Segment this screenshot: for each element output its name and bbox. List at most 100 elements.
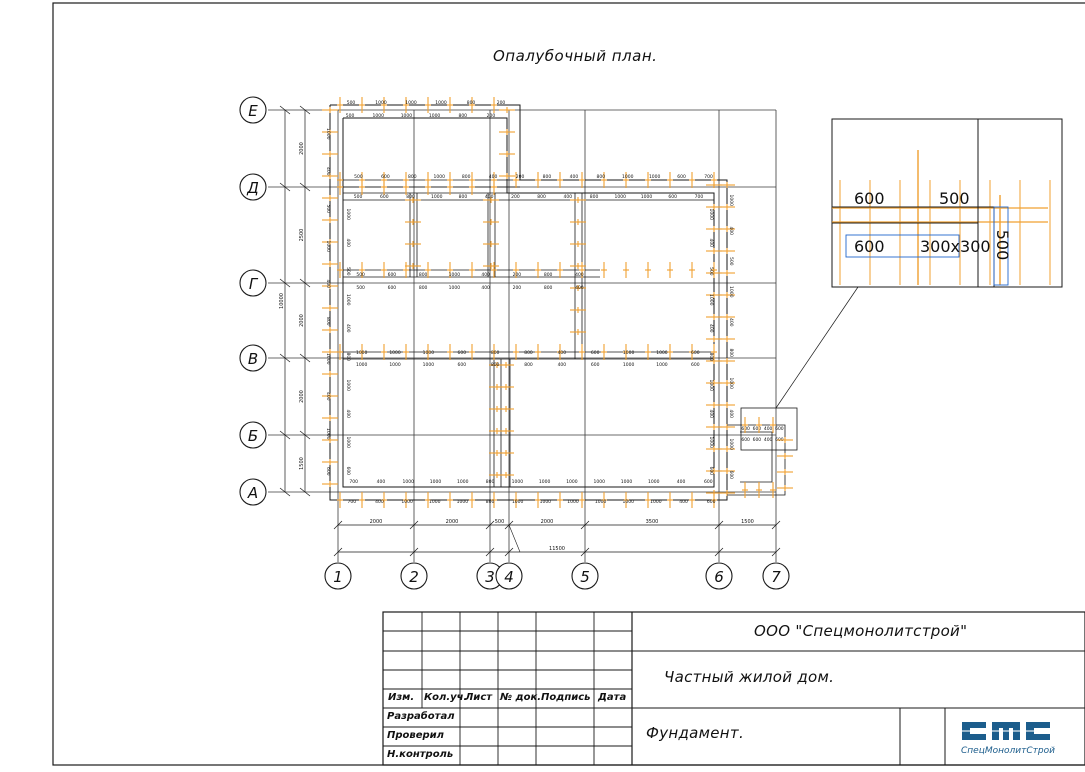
panel-label-row-a: 600 bbox=[704, 479, 713, 485]
col-total-dimension: 11500 bbox=[549, 546, 565, 552]
panel-label-row-v: 1000 bbox=[389, 350, 401, 356]
formwork-outer-outline bbox=[329, 104, 728, 501]
panel-label-col-1-inner: 400 bbox=[345, 238, 351, 247]
panel-label-row-v-inner: 600 bbox=[591, 362, 600, 368]
detail-label-500-vert: 500 bbox=[993, 230, 1012, 261]
panel-label-col-1: 1000 bbox=[325, 428, 331, 440]
axis-bubble-row bbox=[239, 344, 267, 372]
col-dimension: 2000 bbox=[541, 519, 554, 525]
dim-tick bbox=[299, 182, 311, 192]
panel-label-row-g: 800 bbox=[419, 272, 428, 278]
panel-label-row-d-inner: 1000 bbox=[431, 194, 443, 200]
panel-label-row-e-inner: 1000 bbox=[373, 113, 385, 119]
dim-tick bbox=[279, 278, 291, 288]
dim-tick bbox=[771, 520, 781, 530]
panel-label-bottom: 1000 bbox=[429, 499, 441, 505]
panel-label-bottom: 1000 bbox=[650, 499, 662, 505]
panel-label-row-d: 400 bbox=[570, 174, 579, 180]
stamp-role-normcontrol: Н.контроль bbox=[387, 749, 454, 760]
panel-label-row-e-inner: 800 bbox=[458, 113, 467, 119]
panel-label-row-a: 1000 bbox=[539, 479, 551, 485]
panel-label-row-g: 600 bbox=[388, 272, 397, 278]
dim-tick bbox=[409, 520, 419, 530]
panel-label-row-g: 800 bbox=[544, 272, 553, 278]
panel-label-row-v: 400 bbox=[558, 350, 567, 356]
row-total-dimension: 10000 bbox=[279, 293, 285, 309]
panel-label-col-6: 1000 bbox=[728, 286, 734, 298]
panel-label-bottom: 1000 bbox=[567, 499, 579, 505]
panel-label-col-1: 1000 bbox=[325, 353, 331, 365]
detail-panel-blue bbox=[845, 234, 960, 258]
company-logo: СпецМонолитСтрой bbox=[958, 716, 1055, 762]
panel-label-row-g-inner: 1000 bbox=[449, 285, 461, 291]
panel-label-bottom: 1000 bbox=[401, 499, 413, 505]
axis-label-col: 1 bbox=[333, 568, 343, 586]
panel-label-row-g-inner: 200 bbox=[513, 285, 522, 291]
panel-label-row-a: 1000 bbox=[457, 479, 469, 485]
panel-label-row-d-inner: 600 bbox=[668, 194, 677, 200]
panel-label-row-g: 500 bbox=[356, 272, 365, 278]
small-detail-label: 600 bbox=[753, 437, 762, 443]
panel-label-row-d-inner: 1000 bbox=[641, 194, 653, 200]
panel-label-col-1-inner: 1000 bbox=[345, 209, 351, 221]
col-dimension: 2000 bbox=[446, 519, 459, 525]
panel-label-col-1: 400 bbox=[325, 167, 331, 176]
panel-label-row-e: 1000 bbox=[435, 100, 447, 106]
panel-label-row-v: 600 bbox=[457, 350, 466, 356]
dim-tick bbox=[333, 547, 343, 557]
drawing-title: Опалубочный план. bbox=[493, 47, 658, 65]
panel-label-col-1-inner: 800 bbox=[345, 352, 351, 361]
panel-label-row-d-inner: 1000 bbox=[615, 194, 627, 200]
panel-label-col-6-inner: 1000 bbox=[708, 380, 714, 392]
dim-tick bbox=[299, 105, 311, 115]
dim-tick bbox=[485, 520, 495, 530]
panel-label-row-v-inner: 600 bbox=[691, 362, 700, 368]
panel-label-bottom: 1000 bbox=[540, 499, 552, 505]
axis-bubble-row bbox=[239, 96, 267, 124]
panel-label-row-d-inner: 600 bbox=[380, 194, 389, 200]
panel-label-row-d: 800 bbox=[462, 174, 471, 180]
dim-tick bbox=[714, 547, 724, 557]
logo-caption: СпецМонолитСтрой bbox=[961, 746, 1055, 756]
panel-label-col-1-inner: 1000 bbox=[345, 294, 351, 306]
dim-tick bbox=[771, 547, 781, 557]
panel-label-row-d: 1000 bbox=[649, 174, 661, 180]
small-detail-label: 400 bbox=[764, 437, 773, 443]
stamp-header-kolvo: Кол.уч. bbox=[424, 692, 468, 703]
axis-bubble-col bbox=[495, 562, 523, 590]
row-dimension: 2000 bbox=[299, 142, 305, 155]
row-dimension: 2500 bbox=[299, 229, 305, 242]
panel-label-col-1: 1000 bbox=[325, 128, 331, 140]
panel-label-row-d: 800 bbox=[408, 174, 417, 180]
panel-label-col-6: 400 bbox=[728, 318, 734, 327]
panel-label-row-v: 600 bbox=[691, 350, 700, 356]
col-dimension: 3500 bbox=[646, 519, 659, 525]
panel-label-row-d: 1000 bbox=[434, 174, 446, 180]
dim-tick bbox=[279, 353, 291, 363]
panel-label-row-d-inner: 200 bbox=[511, 194, 520, 200]
panel-label-row-v: 800 bbox=[524, 350, 533, 356]
dim-tick bbox=[279, 487, 291, 497]
axis-label-row: Г bbox=[249, 275, 259, 293]
dim-tick bbox=[299, 487, 311, 497]
panel-label-row-d: 400 bbox=[489, 174, 498, 180]
panel-label-row-e: 800 bbox=[467, 100, 476, 106]
title-block-lines bbox=[382, 611, 1085, 766]
panel-label-col-6-inner: 400 bbox=[708, 238, 714, 247]
dim-tick bbox=[485, 547, 495, 557]
col-dimension: 500 bbox=[495, 519, 505, 525]
panel-label-col-1: 500 bbox=[325, 204, 331, 213]
stamp-header-date: Дата bbox=[598, 692, 627, 703]
panel-label-col-6-inner: 400 bbox=[708, 409, 714, 418]
panel-label-row-a: 1000 bbox=[566, 479, 578, 485]
panel-label-row-a: 400 bbox=[377, 479, 386, 485]
dim-tick bbox=[279, 430, 291, 440]
small-detail-label: 400 bbox=[764, 426, 773, 432]
panel-label-row-v-inner: 1000 bbox=[389, 362, 401, 368]
panel-label-row-v: 1000 bbox=[423, 350, 435, 356]
logo-mark bbox=[962, 722, 1050, 740]
panel-label-col-6: 1000 bbox=[728, 439, 734, 451]
panel-label-row-e-inner: 1000 bbox=[401, 113, 413, 119]
stamp-header-list: Лист bbox=[465, 692, 493, 703]
